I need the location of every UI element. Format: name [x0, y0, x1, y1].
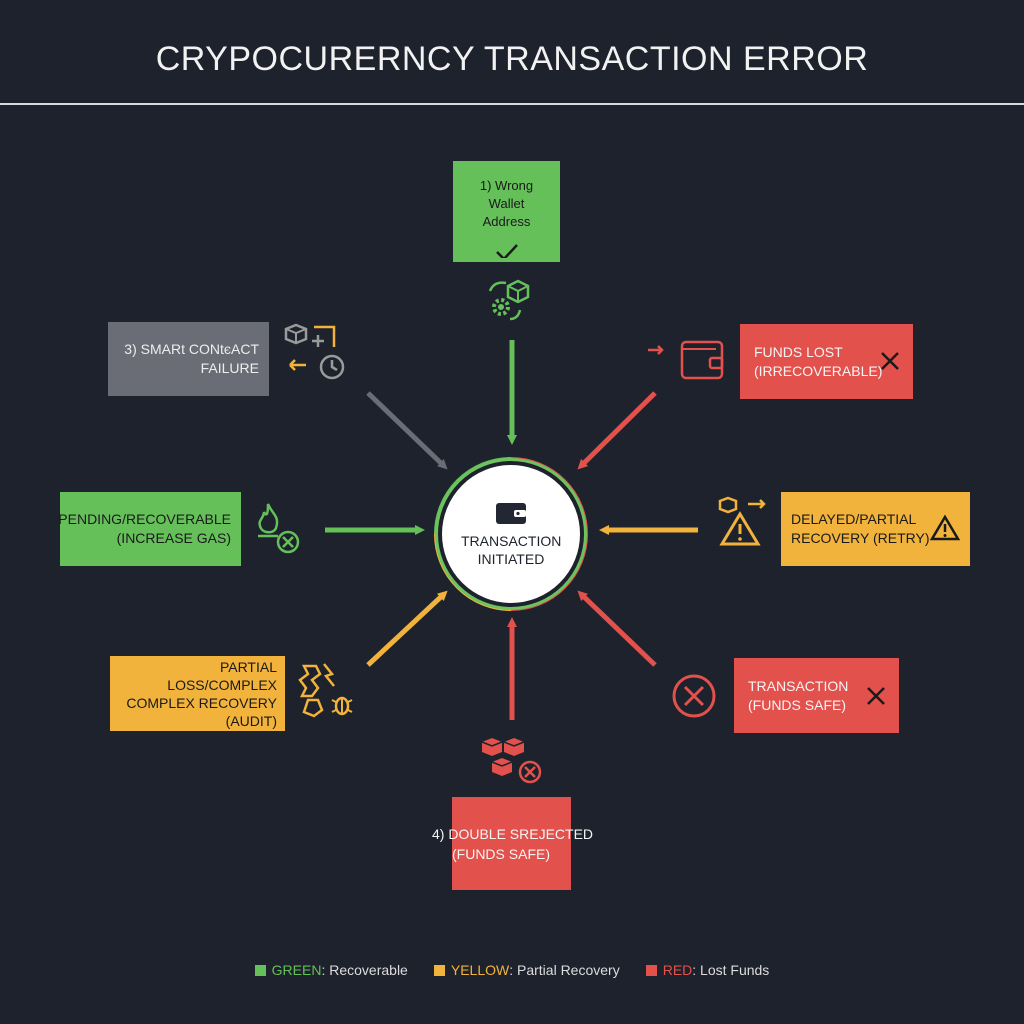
wallet-transfer-icon [648, 340, 724, 380]
legend-text-yellow: : Partial Recovery [509, 962, 620, 978]
node-delayed-line-1: DELAYED/PARTIAL [791, 511, 917, 527]
node-wrong-wallet-line-1: 1) Wrong Wallet [479, 178, 534, 211]
warning-icon [930, 514, 960, 541]
broken-chain-bug-icon [298, 663, 353, 718]
diagram-title: CRYPOCURERNCY TRANSACTION ERROR [155, 40, 869, 78]
legend-key-red: RED [662, 962, 693, 978]
node-partial-loss[interactable]: PARTIAL LOSS/COMPLEX COMPLEX RECOVERY (A… [110, 656, 285, 731]
blocks-cancel-icon [481, 738, 542, 784]
arrow-bottom-right [577, 590, 657, 667]
center-label: TRANSACTION INITIATED [461, 533, 562, 567]
title-divider [0, 103, 1024, 105]
legend-text-red: : Lost Funds [692, 962, 770, 978]
node-smart-contract-line-1: 3) SMARt CONtєACT [124, 341, 259, 357]
legend-item-yellow: YELLOW: Partial Recovery [433, 962, 620, 978]
node-double-spend-line-1: 4) DOUBLE SREJECTED [432, 826, 594, 842]
node-smart-contract-line-2: FAILURE [200, 360, 259, 376]
node-partial-loss-line-3: (AUDIT) [225, 712, 277, 729]
node-partial-loss-line-2: COMPLEX RECOVERY [126, 694, 277, 711]
close-icon [881, 352, 899, 370]
legend-key-yellow: YELLOW [450, 962, 510, 978]
node-double-spend[interactable]: 4) DOUBLE SREJECTED (FUNDS SAFE) [432, 797, 593, 890]
legend: GREEN: Recoverable YELLOW: Partial Recov… [0, 962, 1024, 978]
node-pending-line-2: (INCREASE GAS) [116, 530, 231, 546]
legend-item-red: RED: Lost Funds [645, 962, 770, 978]
legend-text-green: : Recoverable [321, 962, 408, 978]
gear-blocks-icon [488, 279, 530, 321]
node-partial-loss-line-1: PARTIAL LOSS/COMPLEX [167, 658, 277, 693]
node-transaction-safe-line-2: (FUNDS SAFE) [748, 696, 846, 713]
node-smart-contract[interactable]: 3) SMARt CONtєACT FAILURE [108, 322, 269, 396]
legend-item-green: GREEN: Recoverable [254, 962, 408, 978]
node-wrong-wallet[interactable]: 1) Wrong Wallet Address [453, 161, 560, 262]
legend-swatch-green [254, 964, 266, 976]
node-delayed[interactable]: DELAYED/PARTIAL RECOVERY (RETRY) [781, 492, 970, 566]
node-funds-lost-line-1: FUNDS LOST [754, 343, 843, 360]
legend-key-green: GREEN [271, 962, 322, 978]
arrow-top-right [577, 391, 657, 470]
node-delayed-line-2: RECOVERY (RETRY) [791, 530, 930, 546]
contract-clock-icon [284, 323, 345, 380]
legend-swatch-red [645, 964, 657, 976]
node-pending-line-1: PENDING/RECOVERABLE [58, 511, 231, 527]
node-funds-lost[interactable]: FUNDS LOST (IRRECOVERABLE) [740, 324, 913, 399]
node-transaction-safe-line-1: TRANSACTION [748, 677, 849, 694]
wallet-icon [496, 503, 526, 524]
node-wrong-wallet-line-2: Address [482, 214, 531, 229]
center-node[interactable]: TRANSACTION INITIATED [438, 461, 584, 607]
node-pending[interactable]: PENDING/RECOVERABLE (INCREASE GAS) [58, 492, 241, 566]
node-double-spend-line-2: (FUNDS SAFE) [452, 846, 550, 862]
checkmark-icon [495, 244, 518, 258]
node-funds-lost-line-2: (IRRECOVERABLE) [754, 362, 883, 379]
gas-flame-icon [258, 503, 300, 554]
close-icon [867, 687, 885, 705]
arrow-top-left [366, 391, 448, 470]
legend-swatch-yellow [433, 964, 445, 976]
center-ring [434, 457, 588, 611]
cancel-circle-icon [672, 674, 716, 718]
arrow-bottom-left [366, 590, 448, 667]
node-transaction-safe[interactable]: TRANSACTION (FUNDS SAFE) [734, 658, 899, 733]
warning-block-icon [718, 496, 766, 546]
